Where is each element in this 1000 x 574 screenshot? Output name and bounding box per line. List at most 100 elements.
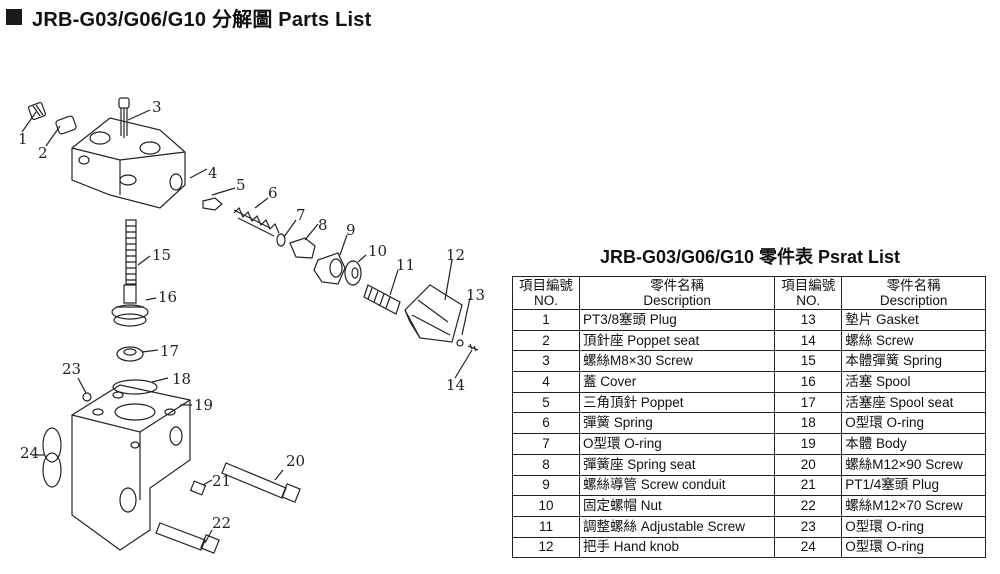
part-number: 3	[512, 350, 580, 373]
part-number: 10	[512, 495, 580, 517]
page-title: JRB-G03/G06/G10 分解圖 Parts List	[32, 8, 372, 31]
part-description: O型環 O-ring	[578, 433, 776, 455]
part-description: 蓋 Cover	[578, 371, 776, 393]
part-number: 9	[512, 474, 580, 497]
part-orings-24	[42, 427, 62, 488]
part-number: 21	[774, 474, 843, 497]
header-no-en: NO.	[533, 293, 558, 308]
part-number: 14	[774, 329, 843, 352]
part-screw-14	[467, 343, 479, 352]
part-spool-16	[111, 284, 149, 327]
part-number: 18	[774, 412, 843, 435]
part-description: O型環 O-ring	[841, 536, 986, 559]
header-desc-zh: 零件名稱	[650, 278, 705, 293]
part-description: 螺絲導管 Screw conduit	[578, 474, 776, 497]
part-hand-knob-12	[404, 284, 463, 343]
part-description: 螺絲M12×90 Screw	[841, 453, 986, 476]
svg-text:4: 4	[208, 164, 218, 182]
part-description: 活塞 Spool	[841, 371, 986, 393]
part-spring-seat-8	[289, 237, 316, 259]
part-spring-6	[233, 206, 280, 237]
svg-text:14: 14	[446, 376, 465, 394]
exploded-view-drawing: 1 2 3 4 5 6 7 8 9 10 11 12 13 14 15 16 1…	[0, 60, 500, 570]
part-number: 8	[512, 453, 580, 476]
part-oring-23	[82, 392, 92, 402]
part-number: 17	[774, 391, 843, 414]
svg-text:22: 22	[212, 514, 231, 532]
header-desc-en: Description	[643, 293, 711, 308]
svg-text:2: 2	[38, 144, 48, 162]
part-screw-3	[118, 97, 130, 138]
part-number: 24	[774, 536, 843, 559]
parts-table: 項目編號 NO. 零件名稱 Description 項目編號 NO. 零件名稱 …	[512, 276, 986, 559]
part-description: 墊片 Gasket	[841, 309, 986, 331]
part-spring-15	[125, 219, 137, 285]
page-header: JRB-G03/G06/G10 分解圖 Parts List	[6, 3, 371, 31]
svg-text:7: 7	[296, 206, 306, 224]
svg-text:8: 8	[318, 216, 328, 234]
part-number: 20	[774, 453, 843, 476]
svg-text:12: 12	[446, 246, 465, 264]
part-description: 彈簧座 Spring seat	[578, 453, 776, 476]
svg-text:6: 6	[268, 184, 278, 202]
svg-text:24: 24	[20, 444, 39, 462]
svg-text:1: 1	[18, 130, 28, 148]
svg-text:3: 3	[152, 98, 162, 116]
header-desc-right: 零件名稱 Description	[841, 276, 986, 310]
part-oring-7	[276, 233, 286, 247]
svg-text:16: 16	[158, 288, 177, 306]
part-oring-18	[112, 379, 158, 395]
part-number: 11	[512, 515, 580, 538]
header-no-left: 項目編號 NO.	[512, 276, 580, 310]
svg-text:21: 21	[212, 472, 231, 490]
svg-text:5: 5	[236, 176, 246, 194]
part-plug-1	[27, 101, 47, 121]
part-description: PT3/8塞頭 Plug	[578, 309, 776, 331]
part-description: 活塞座 Spool seat	[841, 391, 986, 414]
part-description: PT1/4塞頭 Plug	[841, 474, 986, 497]
svg-text:10: 10	[368, 242, 387, 260]
part-screw-22	[155, 522, 220, 554]
svg-text:11: 11	[396, 256, 415, 274]
header-no-zh: 項目編號	[781, 278, 836, 293]
part-description: 三角頂針 Poppet	[578, 391, 776, 414]
part-poppet-seat-2	[55, 115, 77, 135]
part-number: 1	[512, 309, 580, 331]
part-number: 5	[512, 391, 580, 414]
header-no-en: NO.	[796, 293, 821, 308]
part-gasket-13	[456, 339, 464, 347]
part-number: 6	[512, 412, 580, 435]
part-number: 15	[774, 350, 843, 373]
header-no-right: 項目編號 NO.	[774, 276, 843, 310]
part-description: 固定螺帽 Nut	[578, 495, 776, 517]
part-screw-20	[221, 462, 301, 503]
part-description: 螺絲M8×30 Screw	[578, 350, 776, 373]
header-desc-left: 零件名稱 Description	[578, 276, 776, 310]
svg-text:23: 23	[62, 360, 81, 378]
svg-text:19: 19	[194, 396, 213, 414]
part-number: 19	[774, 433, 843, 455]
callout-labels: 1 2 3 4 5 6 7 8 9 10 11 12 13 14 15 16 1…	[18, 98, 485, 532]
part-number: 4	[512, 371, 580, 393]
part-cover-4	[71, 117, 186, 209]
svg-text:17: 17	[160, 342, 179, 360]
part-number: 2	[512, 329, 580, 352]
svg-text:20: 20	[286, 452, 305, 470]
header-desc-en: Description	[879, 293, 948, 308]
part-description: 把手 Hand knob	[578, 536, 776, 559]
part-description: 螺絲 Screw	[841, 329, 986, 352]
part-body-19	[71, 384, 191, 551]
part-plug-21	[189, 480, 207, 496]
part-number: 22	[774, 495, 843, 517]
part-description: 調整螺絲 Adjustable Screw	[578, 515, 776, 538]
